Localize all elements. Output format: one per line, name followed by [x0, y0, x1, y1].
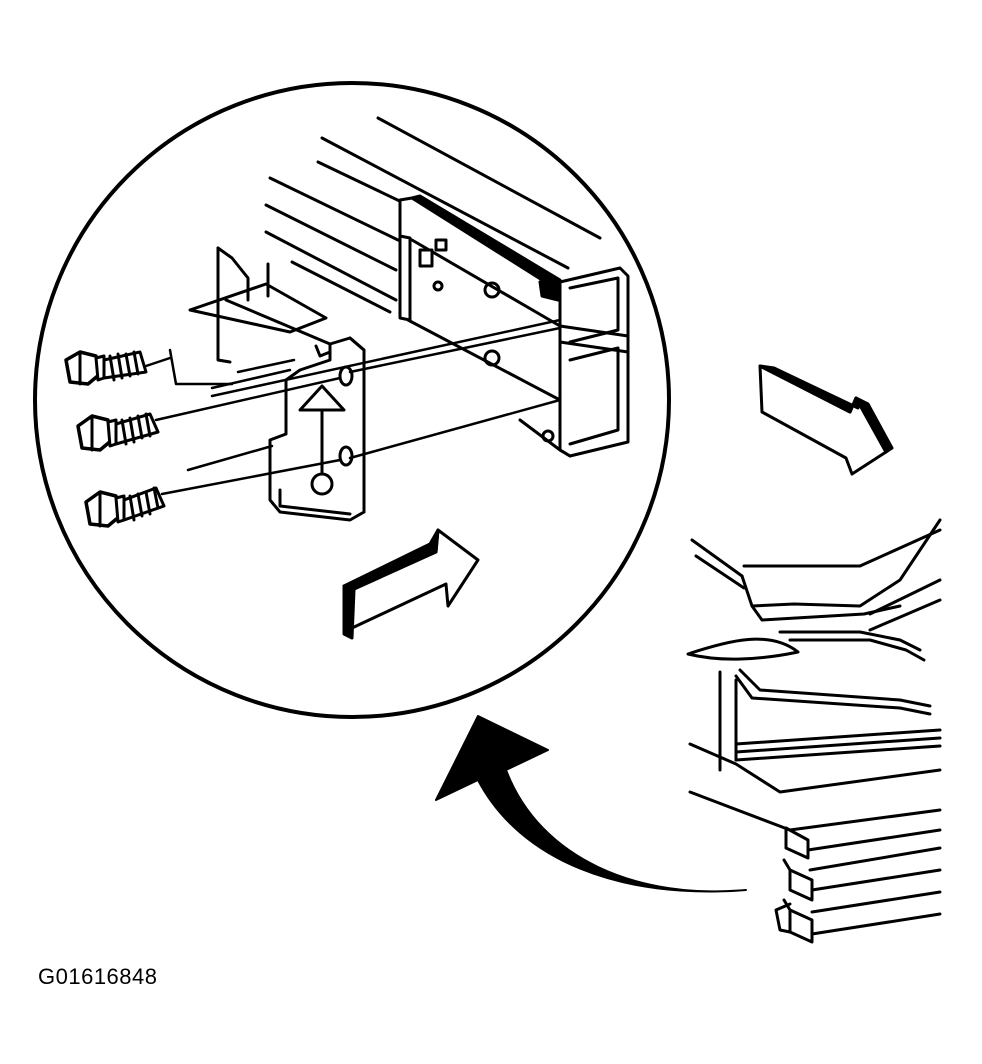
frame-rail-lines [264, 116, 602, 314]
bumper-mount-channel [188, 246, 332, 364]
vehicle-rear-frame [686, 518, 942, 944]
direction-arrow-icon [342, 528, 480, 640]
bolt-alignment-lines [138, 318, 562, 496]
bolt-icon [64, 350, 148, 386]
figure-id-label: G01616848 [38, 964, 158, 989]
curved-arrow-icon [435, 715, 747, 893]
bolt-icon [84, 486, 166, 528]
frame-rail-bracket [398, 194, 630, 458]
detail-view-circle [33, 81, 671, 719]
bolt-icon [76, 412, 160, 452]
direction-arrow-icon [758, 364, 894, 476]
